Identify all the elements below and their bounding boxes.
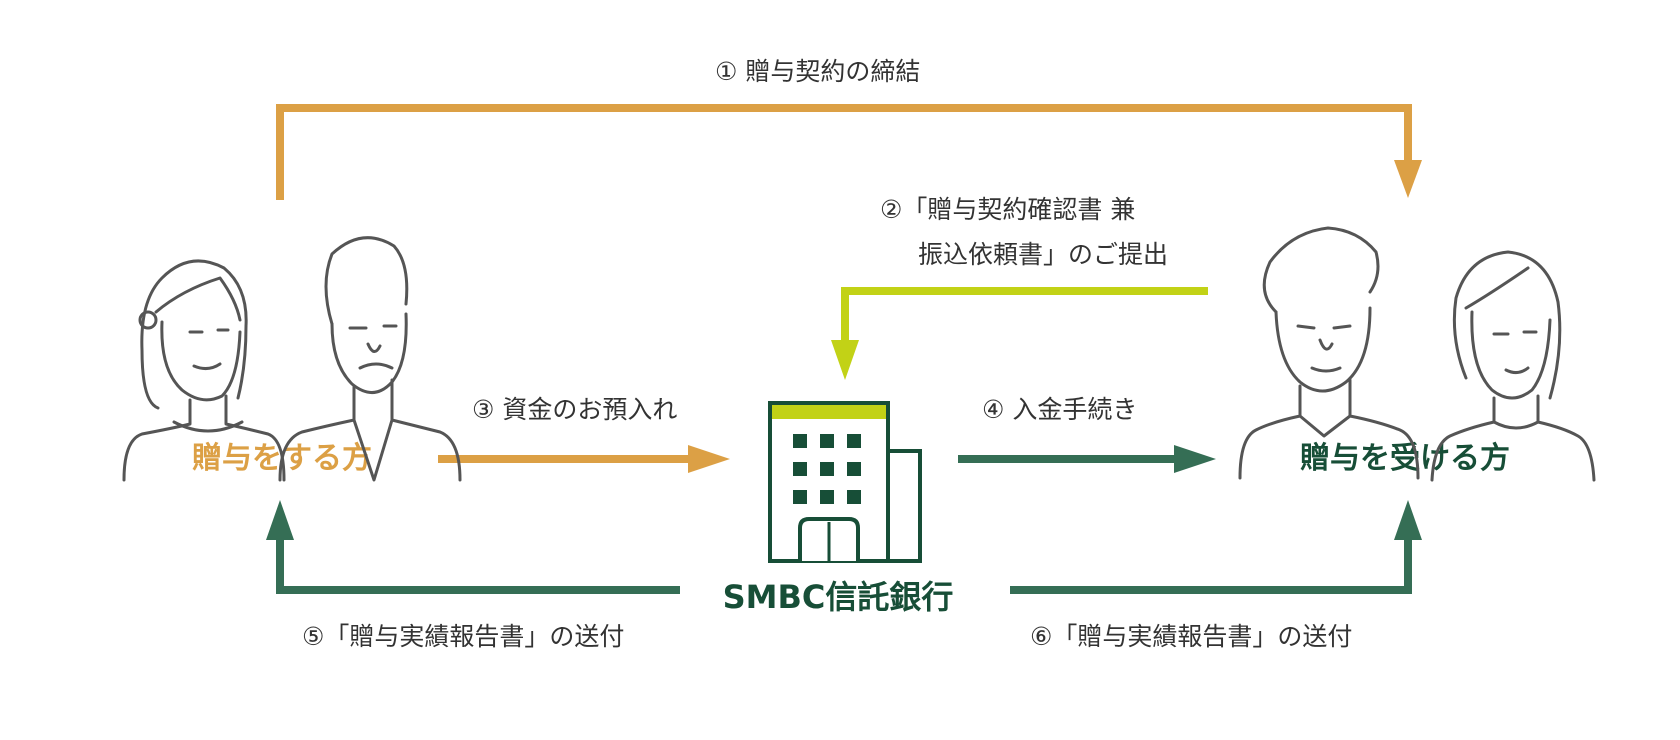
bank-building-icon: [768, 401, 922, 563]
woman-icon: [1430, 250, 1596, 482]
arrow-step2: [831, 287, 1208, 380]
step5-label: ⑤「贈与実績報告書」の送付: [302, 622, 624, 651]
man-icon: [1238, 226, 1420, 480]
step1-label: ① 贈与契約の締結: [715, 57, 920, 86]
arrow-step5: [266, 500, 680, 594]
arrow-step1: [276, 104, 1422, 200]
step6-label: ⑥「贈与実績報告書」の送付: [1030, 622, 1352, 651]
step2-label-line2: 振込依頼書」のご提出: [918, 240, 1168, 269]
man-icon: [278, 236, 462, 482]
step4-label: ④ 入金手続き: [982, 395, 1137, 424]
arrow-step6: [1010, 500, 1422, 594]
bank-label: SMBC信託銀行: [723, 578, 954, 616]
step2-label-line1: ②「贈与契約確認書 兼: [880, 195, 1135, 224]
woman-icon: [122, 259, 286, 482]
arrow-step3: [438, 445, 730, 473]
receiver-label: 贈与を受ける方: [1300, 441, 1510, 476]
step3-label: ③ 資金のお預入れ: [472, 395, 677, 424]
arrow-step4: [958, 445, 1216, 473]
